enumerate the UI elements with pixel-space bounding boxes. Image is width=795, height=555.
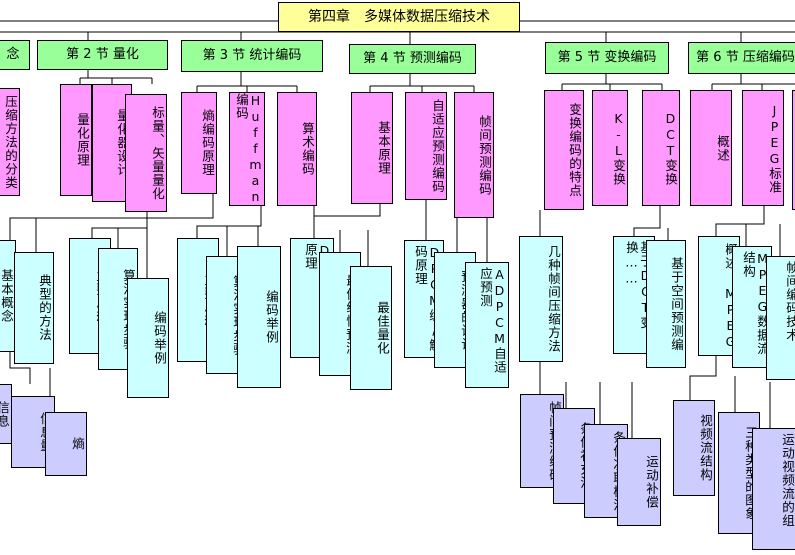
leaf-video-stream-structure: 视频流结构	[673, 400, 715, 496]
topic-quantization-principle: 量化原理	[60, 84, 92, 196]
section-header-1: 念	[0, 40, 30, 70]
node-coding-example-1: 编码举例	[127, 278, 169, 398]
topic-huffman-coding: Huffman 编码	[229, 92, 265, 206]
node-interframe-methods: 几种帧间压缩方法	[519, 236, 563, 362]
topic-adaptive-prediction: 自适应预测编码	[405, 92, 447, 200]
node-coding-example-2: 编码举例	[237, 246, 281, 388]
topic-jpeg-standard: JPEG标准	[742, 90, 784, 206]
topic-interframe-prediction: 帧间预测编码	[454, 92, 494, 218]
section-header-6: 第 6 节 压缩编码	[688, 42, 795, 74]
section-header-5: 第 5 节 变换编码	[545, 42, 669, 74]
topic-scalar-vector-quantization: 标量、矢量量化	[125, 94, 167, 212]
section-header-3: 第 3 节 统计编码	[181, 40, 323, 72]
node-spatial-prediction: 基于空间预测编	[646, 240, 686, 368]
chapter-title: 第四章 多媒体数据压缩技术	[278, 2, 520, 32]
node-typical-methods: 典型的方法	[14, 252, 54, 364]
topic-cut-off	[792, 90, 795, 210]
leaf-motion-compensation: 运动补偿	[617, 438, 661, 526]
topic-dct-transform: DCT变换	[642, 90, 680, 206]
section-header-2: 第 2 节 量化	[37, 40, 168, 70]
topic-compression-classification: 压缩方法的分类	[0, 88, 20, 196]
section-header-4: 第 4 节 预测编码	[349, 44, 476, 74]
topic-arithmetic-coding: 算术编码	[277, 92, 317, 206]
topic-transform-features: 变换编码的特点	[544, 90, 584, 210]
topic-kl-transform: K-L变换	[592, 90, 628, 206]
leaf-entropy: 熵	[45, 412, 87, 476]
leaf-motion-video-groups: 运动视频流的组	[752, 428, 795, 550]
topic-entropy-coding: 熵编码原理	[181, 92, 217, 194]
node-adpcm: ADPCM自适应预测	[465, 262, 509, 388]
node-optimal-quantization: 最佳量化	[350, 266, 392, 390]
topic-overview: 概述	[690, 90, 732, 206]
topic-basic-principle: 基本原理	[351, 92, 393, 204]
node-interframe-technique: 帧间编码技术	[766, 256, 795, 380]
